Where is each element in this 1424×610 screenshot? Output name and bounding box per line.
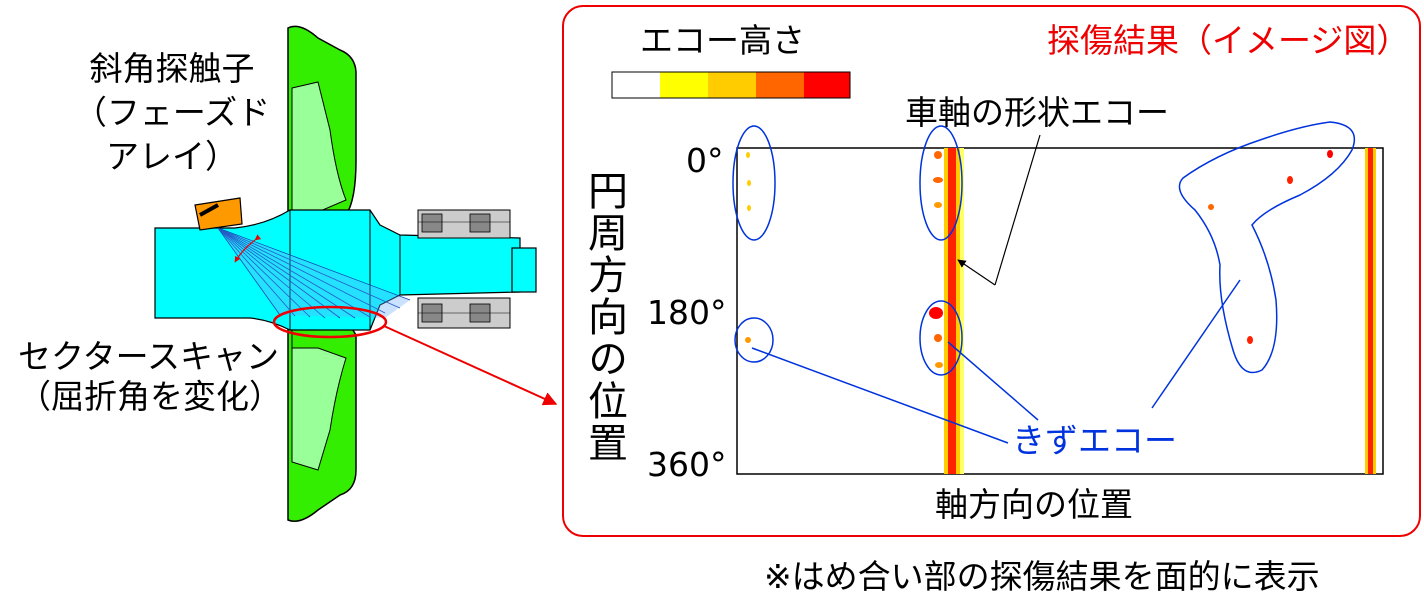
result-title: 探傷結果（イメージ図） (1047, 21, 1410, 60)
probe-title: 斜角探触子 (89, 49, 255, 88)
flaw-leader-lines (751, 279, 1241, 444)
shape-echo-band-1 (944, 148, 964, 474)
footnote: ※はめ合い部の探傷結果を面的に表示 (764, 557, 1320, 596)
bearing-bottom (417, 297, 511, 329)
legend-title: エコー高さ (640, 21, 805, 60)
probe-subtitle-line2: アレイ） (106, 137, 238, 176)
fitting-to-result-arrow (383, 325, 558, 406)
probe (194, 197, 243, 231)
probe-subtitle-line1: （フェーズド (73, 93, 271, 132)
shape-echo-label: 車軸の形状エコー (905, 93, 1169, 132)
shape-echo-arrow (957, 259, 996, 286)
flaw-echo-label: きずエコー (1012, 421, 1177, 460)
beam-fan-fill (218, 228, 410, 318)
x-axis-label: 軸方向の位置 (935, 485, 1133, 524)
scan-plot (736, 147, 1384, 475)
y-axis-label: 円周方向の位置 (581, 170, 627, 464)
scan-label: セクタースキャン (18, 337, 280, 376)
shape-echo-pointer (994, 134, 1041, 286)
shape-echo-band-2 (1365, 148, 1376, 474)
bearing-top (417, 209, 511, 239)
fitting-area-ring (272, 305, 388, 339)
flaw-echo-spots (745, 150, 1333, 368)
echo-legend-bar (611, 71, 851, 99)
flaw-markers (732, 121, 1356, 376)
y-tick-0: 0° (686, 141, 724, 180)
y-tick-180: 180° (647, 293, 727, 332)
scan-sublabel: （屈折角を変化） (18, 377, 282, 416)
y-tick-360: 360° (647, 445, 727, 484)
sweep-arrow (234, 234, 262, 263)
result-frame (562, 5, 1421, 537)
